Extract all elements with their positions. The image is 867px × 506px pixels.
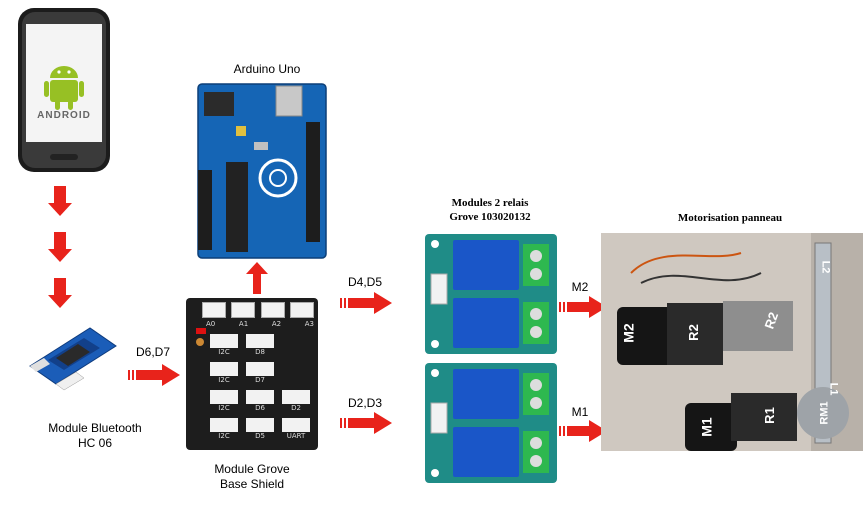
grove-port: UART: [282, 418, 310, 440]
android-logo-text: ANDROID: [37, 110, 91, 121]
motor-label-l1: L1: [827, 382, 840, 396]
arrow-label-m1: M1: [571, 405, 589, 419]
grove-port: I2C: [210, 390, 238, 412]
grove-port: I2C: [210, 362, 238, 384]
relays-label-line1: Modules 2 relais: [451, 197, 529, 209]
phone-image: [18, 8, 110, 172]
motor-photo: M2 R2 R2 L2 M1 R1 RM1 L1: [601, 233, 863, 451]
grove-top-port: [231, 302, 256, 318]
arrow-bt-to-grove: [128, 364, 180, 386]
grove-port: D7: [246, 362, 274, 384]
arrow-grove-to-relay-bottom: [340, 412, 392, 434]
arrow-grove-to-relay-top: [340, 292, 392, 314]
grove-top-label: A2: [271, 320, 282, 328]
grove-label-line2: Base Shield: [219, 477, 285, 491]
arrow-relay-to-motor-bottom: [559, 420, 607, 442]
motor-title: Motorisation panneau: [677, 212, 783, 224]
motor-label-r2: R2: [685, 324, 701, 341]
bluetooth-module-image: [29, 327, 117, 391]
arrow-label-d6d7: D6,D7: [135, 345, 170, 359]
grove-top-port: [289, 302, 314, 318]
bluetooth-label-line2: HC 06: [77, 436, 112, 450]
android-phone: ANDROID: [14, 6, 114, 174]
arrow-grove-to-arduino: [246, 262, 268, 294]
motor-label-l2: L2: [819, 260, 832, 274]
grove-port: D2: [282, 390, 310, 412]
grove-port: D6: [246, 390, 274, 412]
relays-label-line2: Grove 103020132: [449, 211, 531, 223]
bluetooth-label-line1: Module Bluetooth: [48, 421, 142, 435]
grove-led: [196, 338, 204, 346]
grove-port: D5: [246, 418, 274, 440]
motor-label-rm1: RM1: [818, 401, 831, 425]
grove-port: D8: [246, 334, 274, 356]
arrow-label-m2: M2: [571, 280, 589, 294]
arrow-label-d2d3: D2,D3: [347, 396, 382, 410]
grove-port: I2C: [210, 334, 238, 356]
grove-top-label: A3: [304, 320, 314, 328]
motor-label-m2: M2: [620, 323, 637, 343]
motor-label-r1: R1: [761, 407, 777, 424]
grove-label-line1: Module Grove: [214, 462, 290, 476]
arduino-label: Arduino Uno: [233, 62, 301, 76]
arduino-uno-image: [197, 83, 327, 259]
phone-down-arrows: [48, 186, 72, 308]
android-icon: [44, 66, 84, 110]
relay-module-top: [425, 234, 557, 354]
grove-top-label: A0: [206, 320, 216, 328]
relay-module-bottom: [425, 363, 557, 483]
grove-top-port: [260, 302, 285, 318]
arrow-label-d4d5: D4,D5: [347, 275, 382, 289]
grove-base-shield: A0 A1 A2 A3 I2C D8 I2C D7 I2C D6 D2 I2C …: [186, 298, 318, 450]
motor-label-m1: M1: [698, 417, 715, 437]
grove-top-label: A1: [238, 320, 249, 328]
arrow-relay-to-motor-top: [559, 296, 607, 318]
motor-assembly-image: [601, 233, 863, 451]
grove-top-port: [202, 302, 226, 318]
grove-port: I2C: [210, 418, 238, 440]
grove-led: [196, 328, 206, 334]
